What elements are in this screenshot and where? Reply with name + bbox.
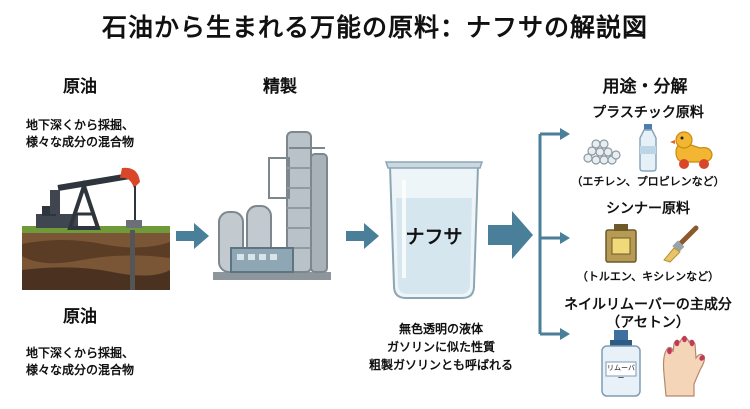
crude-heading: 原油 <box>63 77 97 97</box>
naphtha-label: ナフサ <box>405 226 463 248</box>
crude-heading-lower: 原油 <box>63 307 97 327</box>
remover-bottle-icon <box>601 330 641 397</box>
page-title: 石油から生まれる万能の原料：ナフサの解説図 <box>101 13 648 42</box>
use-remover-label: ネイルリムーバーの主成分 <box>564 297 732 313</box>
brush-icon <box>663 225 699 263</box>
use-plastic-sub: （エチレン、プロピレンなど） <box>571 175 725 188</box>
use-remover-sub: （アセトン） <box>606 315 690 331</box>
toy-duck-icon <box>670 131 713 169</box>
refinery-icon <box>213 131 331 280</box>
naphtha-description: 無色透明の液体 ガソリンに似た性質 粗製ガソリンとも呼ばれる <box>368 322 513 372</box>
use-thinner-label: シンナー原料 <box>606 201 690 217</box>
crude-description-lower: 地下深くから採掘、 様々な成分の混合物 <box>25 346 134 377</box>
arrow-right-icon <box>176 223 209 249</box>
arrow-right-icon <box>488 211 533 259</box>
pet-bottle-icon <box>639 124 657 172</box>
hand-icon <box>662 335 706 397</box>
oil-pump-icon <box>22 167 170 290</box>
beaker-icon <box>384 161 484 299</box>
refining-heading: 精製 <box>263 77 297 97</box>
paint-can-icon <box>605 224 637 263</box>
arrow-right-icon <box>346 223 379 249</box>
pellets-icon <box>583 139 621 165</box>
crude-description: 地下深くから採掘、 様々な成分の混合物 <box>25 118 134 149</box>
uses-heading: 用途・分解 <box>602 77 688 97</box>
use-thinner-sub: （トルエン、キシレンなど） <box>576 270 720 283</box>
use-plastic-label: プラスチック原料 <box>592 105 704 121</box>
branch-connector <box>538 128 570 340</box>
remover-bottle-label: リムーバー <box>607 364 635 382</box>
